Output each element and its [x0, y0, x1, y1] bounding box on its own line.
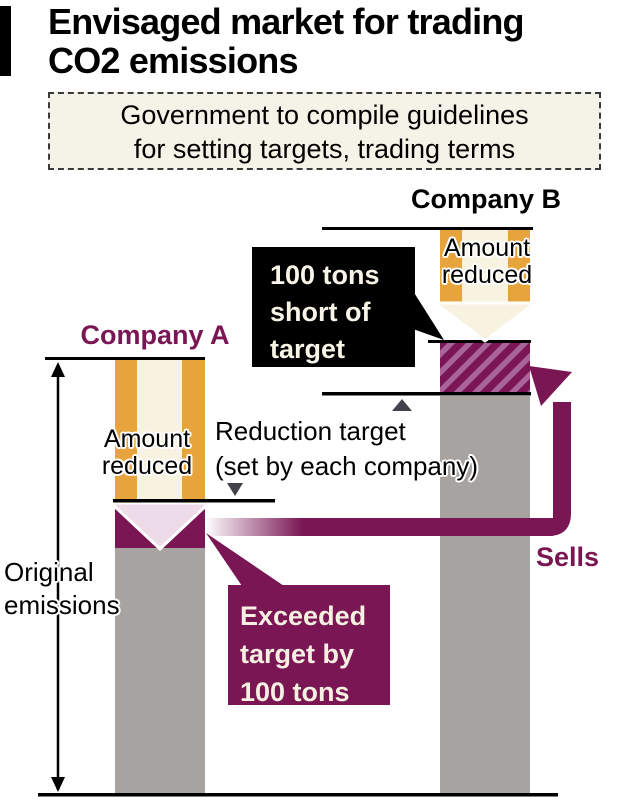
short-box-pointer: [413, 291, 444, 340]
company-a-emissions-bar: [115, 548, 205, 795]
short-of-target-callout-box: 100 tons short of target: [252, 247, 415, 367]
sells-arrow-horizontal-band: [205, 518, 553, 536]
exceeded-box-line-1: Exceeded: [240, 601, 367, 631]
amount-b-line-1: Amount: [443, 234, 531, 262]
reduction-target-label: Reduction target (set by each company): [215, 414, 478, 484]
company-a-target-line: [113, 499, 275, 503]
company-a-top-line: [45, 357, 205, 360]
sells-arrow-elbow: [540, 402, 571, 536]
triangle-up-icon: [392, 399, 412, 411]
title-line-1: Envisaged market for trading: [48, 1, 525, 42]
amount-b-line-2: reduced: [441, 261, 533, 289]
guidelines-note-box: Government to compile guidelines for set…: [48, 92, 601, 170]
reduction-target-line-1: Reduction target: [215, 416, 406, 446]
company-b-top-line: [322, 227, 533, 230]
exceeded-box-line-3: 100 tons: [240, 677, 350, 707]
amount-a-line-1: Amount: [103, 425, 191, 453]
company-b-label: Company B: [410, 184, 562, 214]
original-emissions-line-2: emissions: [4, 590, 120, 620]
company-a-exceeded-band: [115, 503, 205, 548]
page-title: Envisaged market for trading CO2 emissio…: [48, 1, 525, 81]
company-a-label: Company A: [80, 320, 230, 350]
title-line-2: CO2 emissions: [48, 40, 299, 81]
company-b-amount-reduced-label: Amount reduced: [424, 235, 550, 289]
short-box-line-1: 100 tons: [270, 260, 380, 290]
amount-a-line-2: reduced: [101, 452, 193, 480]
company-a-amount-reduced-label: Amount reduced: [82, 426, 212, 480]
company-b-shortfall-hatched-block: [440, 343, 530, 393]
triangle-down-icon: [227, 483, 243, 496]
reduction-target-line-2: (set by each company): [215, 451, 479, 481]
exceeded-box-pointer: [206, 533, 284, 589]
short-box-line-3: target: [270, 334, 346, 364]
baseline: [38, 793, 558, 797]
company-b-target-line: [322, 392, 531, 396]
title-accent-bar: [0, 6, 11, 76]
company-a-arrow-head-icon: [107, 501, 213, 552]
arrow-down-icon: [51, 777, 65, 792]
original-emissions-label: Original emissions: [4, 556, 120, 622]
exceeded-target-callout-box: Exceeded target by 100 tons: [228, 585, 390, 707]
sells-arrow-head-icon: [529, 366, 572, 406]
sells-label: Sells: [536, 542, 600, 572]
note-line-2: for setting targets, trading terms: [133, 134, 516, 164]
exceeded-box-line-2: target by: [240, 639, 355, 669]
original-emissions-line-1: Original: [4, 557, 94, 587]
company-b-shortfall-top-line: [428, 340, 531, 343]
company-b-arrow-head-icon: [430, 301, 540, 343]
arrow-up-icon: [51, 362, 65, 377]
note-line-1: Government to compile guidelines: [120, 100, 529, 130]
short-box-line-2: short of: [270, 297, 371, 327]
